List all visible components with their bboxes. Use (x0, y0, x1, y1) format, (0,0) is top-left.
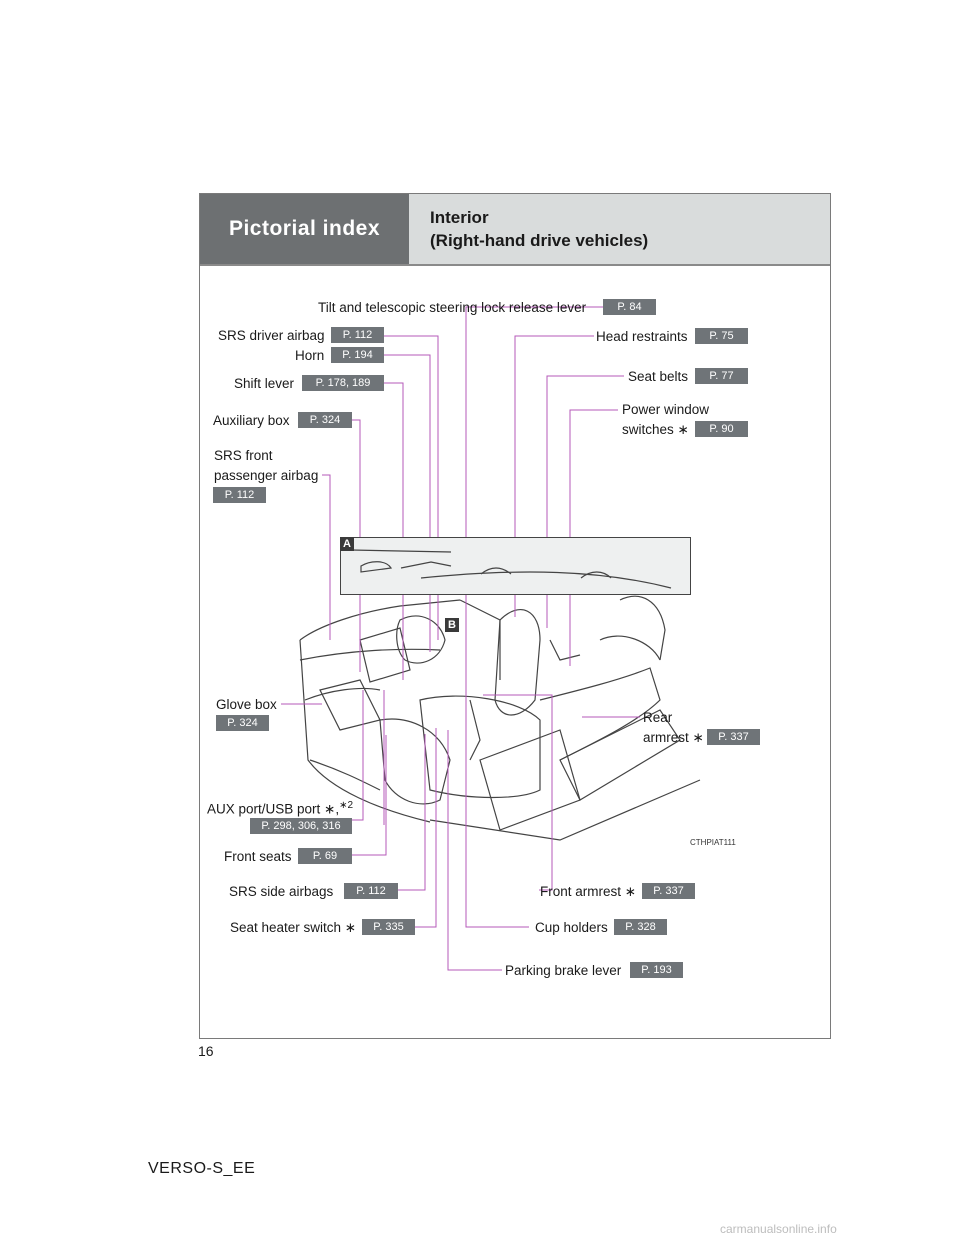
callout-b-tag: B (445, 618, 459, 632)
page-title-line2: (Right-hand drive vehicles) (430, 231, 649, 250)
label-srs-front-line2: passenger airbag (214, 468, 319, 483)
label-cup-holders: Cup holders (535, 920, 608, 935)
page-ref-glove-box[interactable]: P. 324 (216, 715, 269, 731)
label-shift-lever: Shift lever (234, 376, 295, 391)
label-tilt-steering: Tilt and telescopic steering lock releas… (318, 300, 587, 315)
page-ref-power-window[interactable]: P. 90 (695, 421, 748, 437)
car-interior-drawing (299, 595, 701, 841)
page-ref-auxiliary-box[interactable]: P. 324 (298, 412, 352, 428)
page-ref-front-seats[interactable]: P. 69 (298, 848, 352, 864)
page-ref-aux-port[interactable]: P. 298, 306, 316 (250, 818, 352, 834)
label-srs-side-airbags: SRS side airbags (229, 884, 334, 899)
label-seat-heater: Seat heater switch ∗ (230, 920, 357, 935)
watermark: carmanualsonline.info (720, 1222, 837, 1236)
label-parking-brake: Parking brake lever (505, 963, 622, 978)
label-glove-box: Glove box (216, 697, 277, 712)
callout-a-box (340, 537, 691, 595)
label-aux-port-text: AUX port/USB port ∗, (207, 801, 340, 817)
page-ref-srs-driver-airbag[interactable]: P. 112 (331, 327, 384, 343)
illustration-code: CTHPIAT111 (690, 838, 736, 847)
section-title: Pictorial index (200, 194, 409, 264)
page-ref-seat-belts[interactable]: P. 77 (695, 368, 748, 384)
page-title: Interior (Right-hand drive vehicles) (409, 194, 830, 264)
page-ref-tilt-steering[interactable]: P. 84 (603, 299, 656, 315)
label-seat-belts: Seat belts (628, 369, 689, 384)
label-power-window-line2: switches ∗ (622, 422, 689, 437)
label-head-restraints: Head restraints (596, 329, 688, 344)
page-ref-shift-lever[interactable]: P. 178, 189 (302, 375, 384, 391)
page-ref-srs-front-airbag[interactable]: P. 112 (213, 487, 266, 503)
header-divider (200, 264, 830, 266)
label-power-window-line1: Power window (622, 402, 710, 417)
page-ref-head-restraints[interactable]: P. 75 (695, 328, 748, 344)
label-front-armrest: Front armrest ∗ (540, 884, 637, 899)
page-title-line1: Interior (430, 208, 489, 227)
label-rear-armrest-line1: Rear (643, 710, 673, 725)
page-frame (199, 193, 831, 1039)
label-front-seats: Front seats (224, 849, 292, 864)
label-aux-port: AUX port/USB port ∗,∗2 (207, 798, 353, 818)
page-ref-horn[interactable]: P. 194 (331, 347, 384, 363)
label-auxiliary-box: Auxiliary box (213, 413, 290, 428)
label-aux-port-sup: ∗2 (339, 800, 354, 811)
label-horn: Horn (295, 348, 325, 363)
page-ref-cup-holders[interactable]: P. 328 (614, 919, 667, 935)
page-ref-srs-side-airbags[interactable]: P. 112 (344, 883, 398, 899)
callout-a-tag: A (340, 537, 354, 551)
label-srs-driver-airbag: SRS driver airbag (218, 328, 325, 343)
footer-model-code: VERSO-S_EE (148, 1160, 256, 1177)
page-ref-front-armrest[interactable]: P. 337 (642, 883, 695, 899)
page-ref-parking-brake[interactable]: P. 193 (630, 962, 683, 978)
page-number: 16 (198, 1043, 214, 1059)
label-srs-front-line1: SRS front (214, 448, 273, 463)
label-rear-armrest-line2: armrest ∗ (643, 730, 704, 745)
page-ref-seat-heater[interactable]: P. 335 (362, 919, 415, 935)
ceiling-drawing (350, 549, 672, 589)
page-ref-rear-armrest[interactable]: P. 337 (707, 729, 760, 745)
leader-lines (281, 306, 656, 971)
